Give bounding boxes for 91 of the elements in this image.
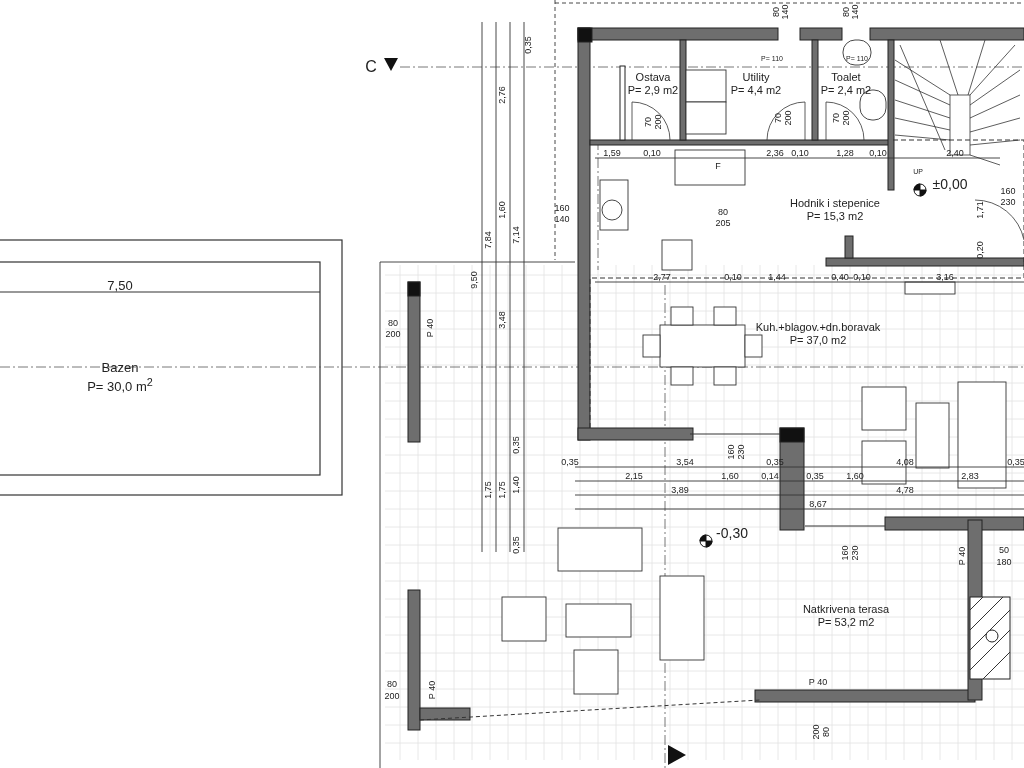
dimension-label: 230 xyxy=(850,545,860,561)
dimension-label: 2,40 xyxy=(946,148,964,158)
dimension-label: 0,35 xyxy=(1007,457,1024,467)
dimension-label: 160 xyxy=(1000,186,1016,196)
dimension-label: 0,35 xyxy=(561,457,579,467)
room-name: Toalet xyxy=(831,71,861,84)
dimension-label: 7,50 xyxy=(107,278,133,292)
dimension-label: 1,75 xyxy=(497,481,507,499)
dimension-label: 80 xyxy=(841,7,851,17)
dimension-label: 70 xyxy=(643,117,653,127)
dimension-label: 8,67 xyxy=(809,499,827,509)
dimension-label: 0,10 xyxy=(643,148,661,158)
dimension-label: 80 xyxy=(388,318,398,328)
dimension-label: 70 xyxy=(773,113,783,123)
dimension-label: 200 xyxy=(841,110,851,126)
dimension-label: 50 xyxy=(999,545,1009,555)
dimension-label: 2,15 xyxy=(625,471,643,481)
dimension-label: 160 xyxy=(554,203,570,213)
room-area-label: P= 2,9 m2 xyxy=(627,84,679,97)
dimension-label: 0,35 xyxy=(523,36,533,54)
room-name: Natkrivena terasa xyxy=(802,603,890,616)
dimension-label: 140 xyxy=(780,4,790,20)
dimension-label: 9,50 xyxy=(469,271,479,289)
dimension-label: 1,75 xyxy=(483,481,493,499)
dimension-label: 1,60 xyxy=(497,201,507,219)
dimension-label: 7,84 xyxy=(483,231,493,249)
dimension-label: P 40 xyxy=(808,677,828,687)
dimension-label: 0,14 xyxy=(761,471,779,481)
level-label: ±0,00 xyxy=(932,177,968,191)
dimension-label: 80 xyxy=(771,7,781,17)
room-area-label: P= 30,0 m$^{2}$ xyxy=(87,375,153,396)
dimension-label: 1,60 xyxy=(846,471,864,481)
dimension-label: 1,59 xyxy=(603,148,621,158)
dimension-label: 70 xyxy=(831,113,841,123)
room-area-label: P= 4,4 m2 xyxy=(730,84,782,97)
dimension-label: 4,78 xyxy=(896,485,914,495)
dimension-label: 200 xyxy=(653,114,663,130)
room-area-label: P= 2,4 m2 xyxy=(820,84,872,97)
dimension-label: 200 xyxy=(384,691,400,701)
room-name: Ostava xyxy=(635,71,671,84)
dimension-label: 2,76 xyxy=(497,86,507,104)
room-name: Hodnik i stepenice xyxy=(790,197,880,210)
dimension-label: 80 xyxy=(387,679,397,689)
dimension-label: 0,40 xyxy=(831,272,849,282)
dimension-label: 0,10 xyxy=(869,148,887,158)
dimension-label: 3,48 xyxy=(497,311,507,329)
dimension-label: 200 xyxy=(385,329,401,339)
dimension-label: 205 xyxy=(715,218,731,228)
dimension-label: 0,20 xyxy=(975,241,985,259)
dimension-label: 2,77 xyxy=(653,272,671,282)
dimension-label: 1,40 xyxy=(511,476,521,494)
dimension-label: 0,10 xyxy=(791,148,809,158)
dimension-label: F xyxy=(715,161,721,171)
dimension-label: 4,08 xyxy=(896,457,914,467)
dimension-label: 230 xyxy=(736,444,746,460)
room-name: Utility xyxy=(742,71,770,84)
dimension-label: 200 xyxy=(811,724,821,740)
dimension-label: 1,71 xyxy=(975,201,985,219)
dimension-label: 1,60 xyxy=(721,471,739,481)
dimension-label: 1,44 xyxy=(768,272,786,282)
dimension-label: 7,14 xyxy=(511,226,521,244)
dimension-label: 160 xyxy=(726,444,736,460)
dimension-label: 2,83 xyxy=(961,471,979,481)
dimension-label: 3,89 xyxy=(671,485,689,495)
dimension-label: 140 xyxy=(554,214,570,224)
dimension-label: 1,28 xyxy=(836,148,854,158)
dimension-label: 80 xyxy=(718,207,728,217)
dimension-label: 0,35 xyxy=(511,436,521,454)
room-area-label: P= 53,2 m2 xyxy=(817,616,875,629)
dimension-label: 180 xyxy=(996,557,1012,567)
dimension-label: 2,36 xyxy=(766,148,784,158)
dimension-label: 0,10 xyxy=(724,272,742,282)
level-label: -0,30 xyxy=(716,526,748,540)
dimension-label: 0,35 xyxy=(511,536,521,554)
dimension-label: P 40 xyxy=(427,680,437,700)
dimension-label: 3,16 xyxy=(936,272,954,282)
dimension-label: 0,35 xyxy=(806,471,824,481)
section-label: C xyxy=(365,59,377,75)
dimension-label: 200 xyxy=(783,110,793,126)
room-area-label: P= 15,3 m2 xyxy=(806,210,864,223)
room-area-label: P= 37,0 m2 xyxy=(789,334,847,347)
room-name: Kuh.+blagov.+dn.boravak xyxy=(755,321,881,334)
dimension-label: 160 xyxy=(840,545,850,561)
dimension-label: 0,10 xyxy=(853,272,871,282)
dimension-label: P 40 xyxy=(957,546,967,566)
dimension-label: 230 xyxy=(1000,197,1016,207)
dimension-label: P 40 xyxy=(425,318,435,338)
dimension-label: 140 xyxy=(850,4,860,20)
dimension-label: 3,54 xyxy=(676,457,694,467)
dimension-label: 80 xyxy=(821,727,831,737)
room-name: Bazen xyxy=(101,360,139,376)
